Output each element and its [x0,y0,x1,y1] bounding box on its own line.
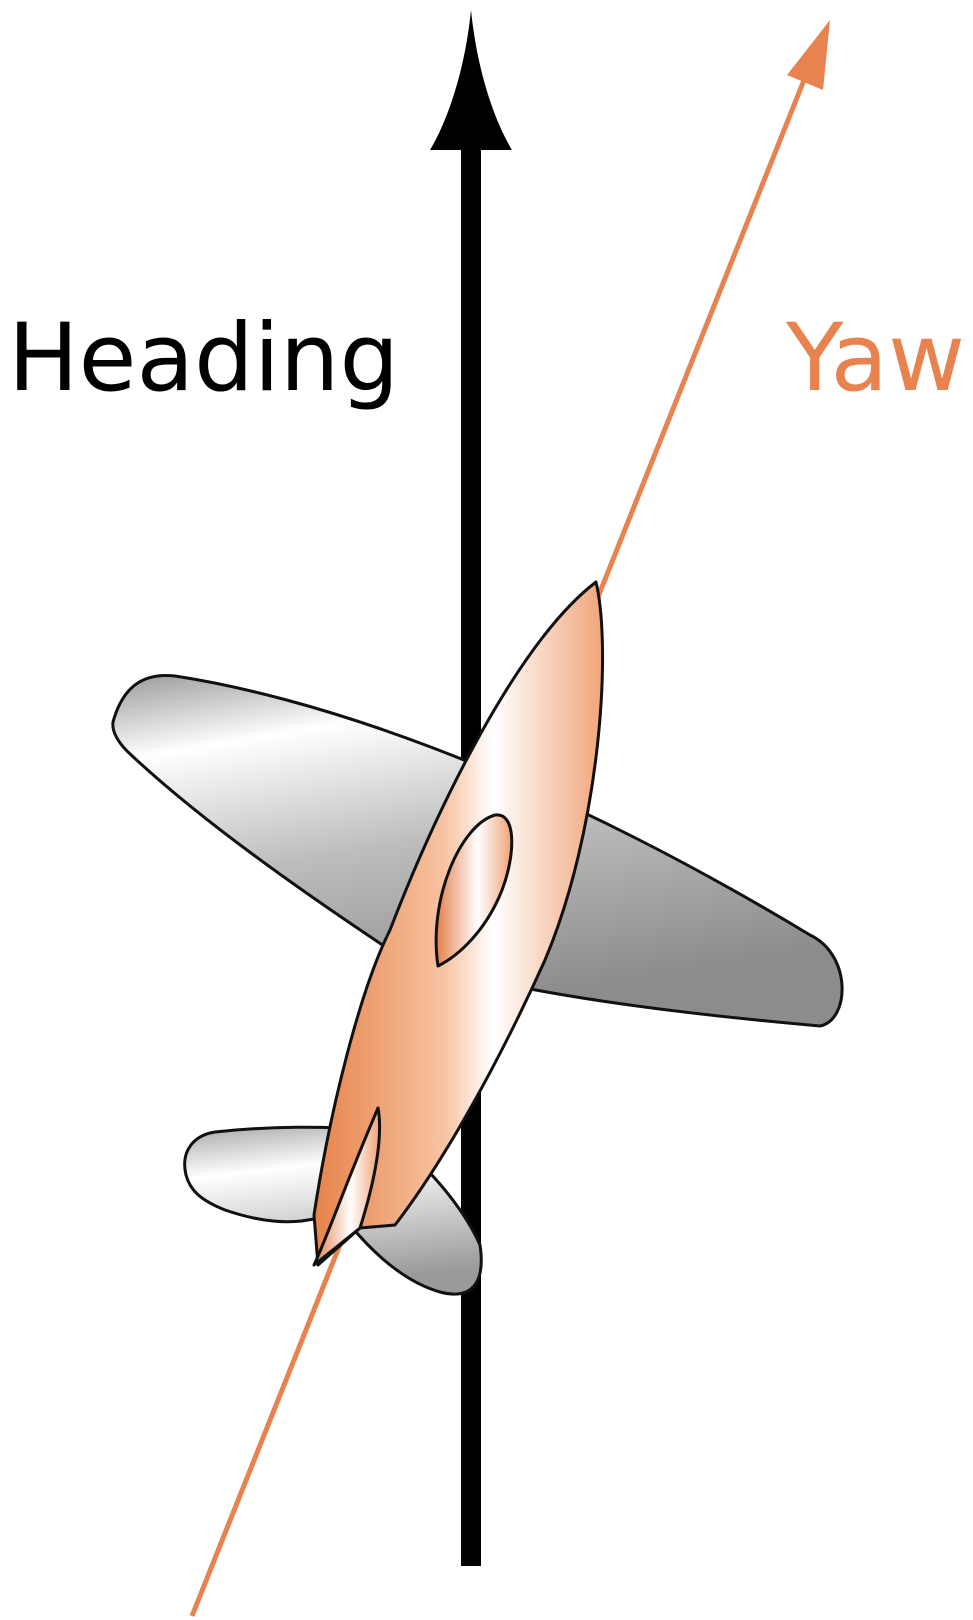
tail-fin [312,1106,382,1267]
canopy [434,813,514,968]
airplane-icon [111,580,844,1296]
heading-label: Heading [8,304,400,413]
yaw-label: Yaw [786,304,965,413]
